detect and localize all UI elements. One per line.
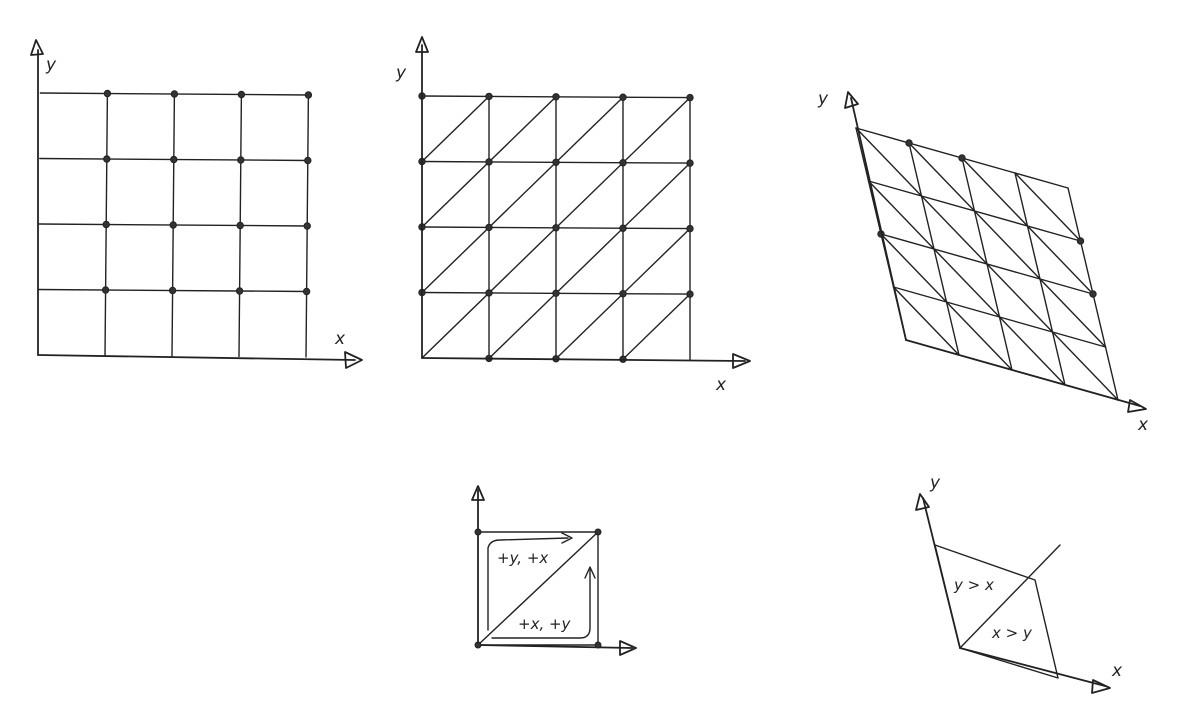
lattice-diagonal-line [867, 180, 1066, 386]
corner-point [474, 641, 482, 649]
grid-point [235, 287, 244, 295]
grid-diagonal-line [421, 96, 624, 294]
lattice-point [958, 154, 966, 162]
x-axis [421, 357, 746, 362]
grid-point [552, 289, 560, 297]
x-axis-arrowhead [344, 351, 363, 369]
unit-square [477, 531, 599, 646]
y-axis-label: y [817, 89, 829, 109]
triangulated-grid-figure: y x [395, 36, 751, 395]
x-axis [905, 339, 1141, 407]
grid-point [102, 220, 110, 229]
x-axis-arrowhead [619, 640, 637, 656]
grid-point [103, 155, 111, 163]
grid-point [485, 158, 493, 166]
lattice-diagonal-line [908, 142, 1107, 348]
square-grid-figure: y x [30, 39, 363, 369]
corner-point [594, 641, 602, 649]
upper-path-arrowhead [561, 532, 573, 544]
upper-region-label: y > x [953, 576, 994, 594]
lattice-point [1089, 290, 1097, 298]
lattice-diagonal-line [892, 286, 960, 356]
grid-point [619, 93, 627, 101]
grid-point [552, 158, 560, 167]
y-axis-label: y [395, 63, 407, 83]
grid-point [170, 90, 179, 98]
grid-point [619, 290, 627, 298]
grid-point [552, 224, 560, 232]
x-axis [959, 647, 1106, 687]
lattice-diagonal-line [961, 157, 1094, 295]
x-axis [37, 354, 356, 361]
y-axis-arrowhead [415, 36, 429, 53]
grid-diagonal-line [421, 95, 490, 163]
x-axis-arrowhead [1127, 399, 1147, 413]
x-axis-label: x [1137, 415, 1149, 435]
grid-point [236, 221, 244, 230]
grid-point [485, 289, 493, 297]
lower-path-arrow [491, 569, 591, 639]
grid-point [302, 287, 311, 296]
x-axis-label: x [715, 375, 727, 395]
square-grid-points [101, 89, 313, 296]
grid-point [304, 91, 313, 99]
y-axis-arrowhead [844, 91, 859, 109]
y-axis-arrowhead [471, 485, 485, 501]
lattice-point [1076, 237, 1085, 245]
x-axis-label: x [1111, 661, 1123, 681]
y-axis-arrowhead [30, 39, 44, 56]
grid-point [304, 156, 312, 165]
lower-region-label: +x, +y [518, 615, 572, 633]
grid-point [103, 89, 112, 98]
lower-path-arrowhead [584, 566, 596, 579]
upper-path-arrow [487, 537, 569, 631]
grid-point [169, 221, 177, 229]
corner-point [594, 528, 602, 536]
x-axis-arrowhead [1091, 679, 1111, 694]
grid-point [686, 224, 694, 233]
corner-point [474, 528, 482, 536]
sheared-lattice-figure: y x [817, 89, 1149, 435]
grid-point [485, 92, 493, 101]
grid-point [686, 159, 694, 167]
x-axis-label: x [334, 329, 346, 349]
grid-point [237, 90, 246, 99]
upper-region-label: +y, +x [497, 549, 548, 567]
lattice-diagonal-line [855, 127, 1119, 401]
grid-point [237, 156, 245, 164]
x-axis-arrowhead [732, 353, 751, 369]
lattice-point [905, 139, 913, 147]
grid-point [168, 286, 177, 295]
grid-point [619, 159, 627, 167]
square-diagonal [477, 531, 599, 646]
y-axis [850, 97, 907, 341]
grid-point [686, 290, 694, 298]
grid-point [686, 93, 694, 102]
grid-point [170, 155, 178, 164]
grid-diagonal-line [622, 293, 691, 360]
grid-point [303, 222, 311, 230]
sheared-split-figure: y x y > x x > y [915, 473, 1123, 694]
grid-point [619, 224, 627, 232]
lattice-diagonal-line [880, 233, 1013, 371]
y-axis-label: y [45, 55, 57, 75]
sheared-lattice-points [877, 139, 1097, 298]
grid-point [101, 286, 110, 294]
split-square-figure: +y, +x +x, +y [471, 485, 637, 656]
lower-region-label: x > y [991, 624, 1033, 642]
y-axis-arrowhead [915, 493, 930, 511]
region-diagonal [959, 544, 1061, 649]
sheared-lattice-lines [855, 127, 1119, 401]
y-axis-label: y [929, 473, 941, 493]
grid-diagonal-line [488, 162, 691, 360]
parallelogram [934, 544, 1059, 679]
grid-point [485, 223, 493, 232]
grid-point [552, 93, 560, 101]
lattice-diagonal-line [1014, 172, 1082, 242]
